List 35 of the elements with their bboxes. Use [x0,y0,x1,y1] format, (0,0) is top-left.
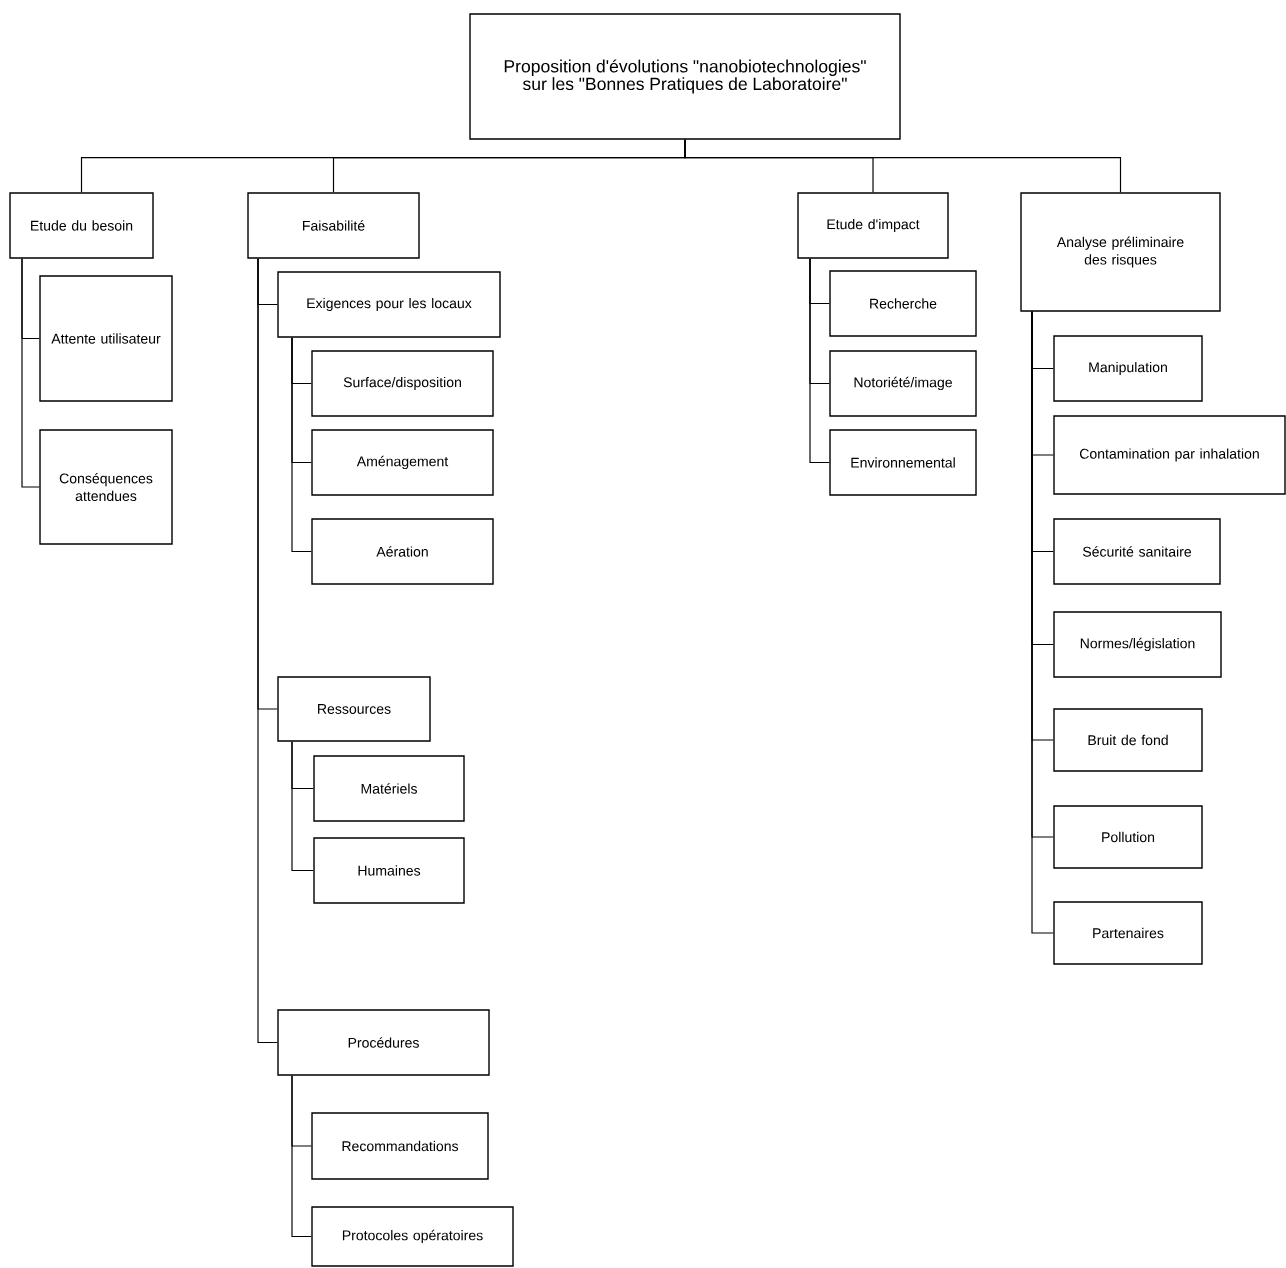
process-box: Aménagement [311,429,494,496]
process-box: Pollution [1053,805,1203,869]
process-box: Faisabilité [247,192,420,259]
title-box: Proposition d'évolutions "nanobiotechnologies" sur les "Bonnes Pratiques de Laboratoire" [469,13,901,140]
process-box: Attente utilisateur [39,275,173,402]
process-box: Manipulation [1053,335,1203,402]
process-box: Recherche [829,270,977,337]
connector-line [291,741,314,872]
connector-line [291,1075,312,1238]
process-box: Sécurité sanitaire [1053,518,1221,585]
connector-line [684,139,1122,193]
connector-line [257,258,278,1044]
process-box: Contamination par inhalation [1053,415,1286,495]
process-box: Normes/législation [1053,611,1222,678]
process-box: Humaines [313,837,465,904]
process-box: Partenaires [1053,901,1203,965]
process-box: Protocoles opératoires [311,1206,514,1267]
process-box: Analyse préliminaire des risques [1020,192,1221,312]
connector-line [291,337,312,553]
process-box: Surface/disposition [311,350,494,417]
process-box: Environnemental [829,429,977,496]
process-box: Aération [311,518,494,585]
process-box: Recommandations [311,1112,489,1180]
connector-line [21,258,40,488]
process-box: Procédures [277,1009,490,1076]
process-box: Exigences pour les locaux [277,271,501,338]
process-box: Conséquences attendues [39,429,173,545]
process-box: Bruit de fond [1053,708,1203,772]
process-box: Ressources [277,676,431,742]
process-box: Notoriété/image [829,350,977,417]
process-box: Matériels [313,755,465,822]
connector-line [809,258,830,464]
process-box: Etude d'impact [797,192,949,259]
connector-line [1031,311,1054,934]
process-box: Etude du besoin [9,192,154,259]
